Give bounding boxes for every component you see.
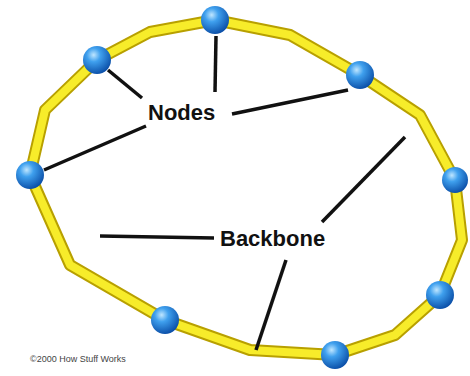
backbone-ring: [30, 20, 462, 355]
copyright-note: ©2000 How Stuff Works: [30, 355, 126, 365]
network-nodes: [16, 6, 468, 369]
label-text: Backbone: [220, 227, 325, 251]
label-text: Nodes: [148, 101, 215, 125]
leader-lines: [44, 36, 405, 350]
